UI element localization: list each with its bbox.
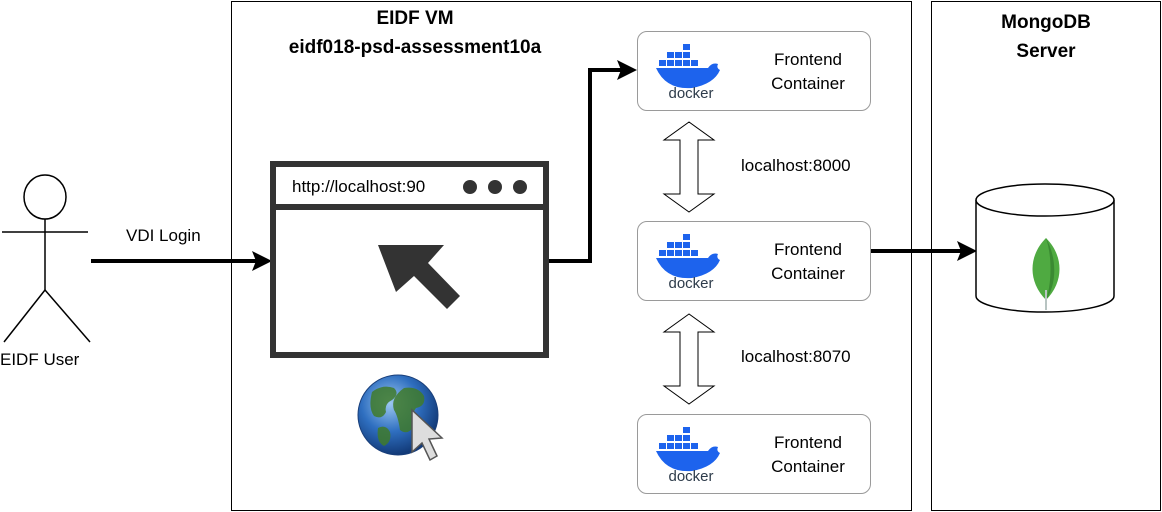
container-1-line2: Container: [771, 74, 845, 93]
container-3-label: Frontend Container: [746, 431, 870, 479]
vdi-login-arrow: [91, 251, 272, 271]
container-3-line1: Frontend: [773, 433, 843, 452]
container-1-line1: Frontend: [773, 50, 843, 69]
docker-wordmark: docker: [668, 275, 713, 290]
container-2-line1: Frontend: [773, 240, 843, 259]
browser-url: http://localhost:90: [292, 177, 426, 196]
mongodb-leaf-icon: [1032, 238, 1060, 310]
docker-logo-icon: docker: [656, 234, 720, 290]
link-label-8070: localhost:8070: [741, 347, 851, 366]
container-3-line2: Container: [771, 457, 845, 476]
vm-title-line2: eidf018-psd-assessment10a: [288, 37, 542, 58]
double-arrow-8000: [662, 121, 716, 213]
globe-cursor-icon: [357, 374, 444, 462]
container-1-label: Frontend Container: [746, 48, 870, 96]
browser-to-container-arrow: [546, 60, 637, 263]
docker-wordmark: docker: [668, 85, 713, 100]
vdi-login-label: VDI Login: [126, 226, 201, 245]
cursor-arrow-icon: [378, 245, 460, 309]
double-arrow-8070: [662, 313, 716, 405]
docker-logo-icon: docker: [656, 427, 720, 483]
browser-window-icon: [270, 161, 549, 358]
docker-wordmark: docker: [668, 468, 713, 483]
mongodb-title-line1: MongoDB: [1001, 12, 1091, 33]
frontend-container-2: docker Frontend Container: [637, 221, 871, 301]
frontend-container-1: docker Frontend Container: [637, 31, 871, 111]
container-2-label: Frontend Container: [746, 238, 870, 286]
frontend-container-3: docker Frontend Container: [637, 414, 871, 494]
vm-title-line1: EIDF VM: [376, 8, 454, 29]
container-2-line2: Container: [771, 264, 845, 283]
user-stick-figure-icon: [2, 174, 91, 343]
mongodb-title-line2: Server: [1016, 41, 1076, 62]
user-label: EIDF User: [0, 350, 80, 369]
container-to-mongodb-arrow: [871, 241, 977, 261]
docker-logo-icon: docker: [656, 44, 720, 100]
mongodb-database-cylinder: [975, 183, 1115, 313]
link-label-8000: localhost:8000: [741, 156, 851, 175]
